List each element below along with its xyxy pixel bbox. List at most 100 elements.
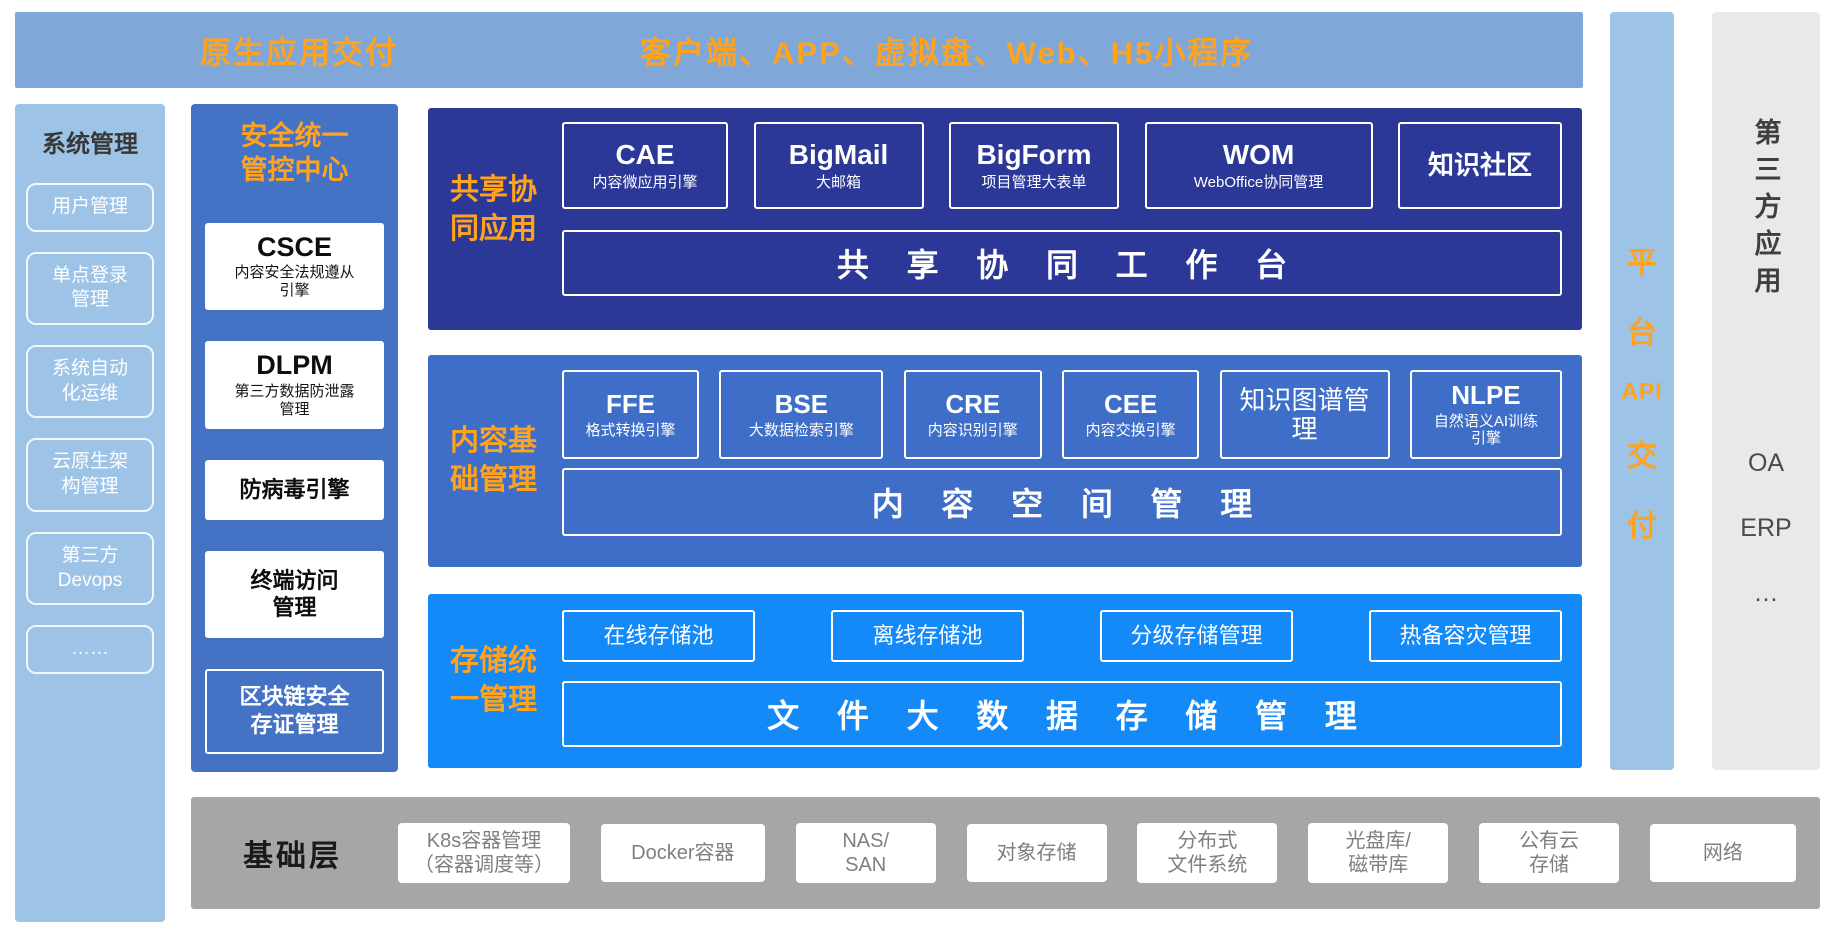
app-bigform-title: BigForm [976, 138, 1092, 170]
shared-collaboration-workbench-bar: 共 享 协 同 工 作 台 [562, 230, 1562, 296]
sysmgmt-item-more: …… [26, 625, 154, 674]
app-knowledge-community: 知识社区 [1398, 122, 1562, 209]
app-offline-storage-pool: 离线存储池 [831, 610, 1024, 662]
app-cee: CEE 内容交换引擎 [1062, 370, 1200, 459]
app-bse: BSE 大数据检索引擎 [719, 370, 884, 459]
section-content-management-label: 内容基 础管理 [450, 424, 538, 496]
base-layer-bar: 基础层 K8s容器管理 （容器调度等） Docker容器 NAS/ SAN 对象… [191, 797, 1820, 909]
security-card-csce: CSCE 内容安全法规遵从 引擎 [205, 222, 384, 311]
third-party-item-oa: OA [1747, 449, 1785, 477]
app-bigform: BigForm 项目管理大表单 [949, 122, 1119, 209]
app-nlpe-title: NLPE [1451, 380, 1521, 411]
base-item-docker: Docker容器 [600, 824, 765, 882]
shared-collaboration-workbench-label: 共 享 协 同 工 作 台 [836, 247, 1302, 283]
api-char-tai: 台 [1627, 316, 1657, 350]
base-item-optical-tape: 光盘库/ 磁带库 [1308, 823, 1449, 883]
section-shared-collaboration: 共享协 同应用 CAE 内容微应用引擎 BigMail 大邮箱 BigForm … [428, 108, 1582, 330]
content-space-management-bar: 内 容 空 间 管 理 [562, 468, 1562, 536]
api-char-ping: 平 [1627, 246, 1657, 280]
app-cee-subtitle: 内容交换引擎 [1085, 421, 1176, 439]
top-banner: 原生应用交付 客户端、APP、虚拟盘、Web、H5小程序 [15, 12, 1583, 88]
security-card-dlpm: DLPM 第三方数据防泄露 管理 [205, 341, 384, 430]
app-wom-subtitle: WebOffice协同管理 [1193, 173, 1324, 191]
content-space-management-label: 内 容 空 间 管 理 [871, 486, 1267, 522]
api-char-fu: 付 [1627, 509, 1657, 543]
base-item-k8s: K8s容器管理 （容器调度等） [398, 823, 570, 883]
security-card-antivirus: 防病毒引擎 [205, 460, 384, 520]
content-apps-row: FFE 格式转换引擎 BSE 大数据检索引擎 CRE 内容识别引擎 CEE 内容… [562, 370, 1562, 459]
file-bigdata-storage-bar: 文 件 大 数 据 存 储 管 理 [562, 681, 1562, 747]
app-bse-title: BSE [774, 389, 829, 420]
app-nlpe: NLPE 自然语义AI训练 引擎 [1409, 370, 1562, 459]
third-party-apps-title: 第三方应用 [1750, 118, 1781, 303]
app-tiered-storage-title: 分级存储管理 [1130, 622, 1263, 648]
app-cae-subtitle: 内容微应用引擎 [592, 173, 698, 191]
app-bse-subtitle: 大数据检索引擎 [748, 421, 854, 439]
section-content-management: 内容基 础管理 FFE 格式转换引擎 BSE 大数据检索引擎 CRE 内容识别引… [428, 355, 1582, 567]
security-control-title: 安全统一 管控中心 [240, 121, 349, 185]
app-bigform-subtitle: 项目管理大表单 [981, 173, 1087, 191]
app-ffe: FFE 格式转换引擎 [562, 370, 699, 459]
app-bigmail-title: BigMail [788, 138, 889, 170]
sysmgmt-item-sso: 单点登录 管理 [26, 251, 154, 326]
section-storage-management-label: 存储统 一管理 [450, 644, 538, 716]
app-online-storage-pool-title: 在线存储池 [603, 622, 714, 648]
security-card-terminal-access: 终端访问 管理 [205, 550, 384, 638]
security-card-antivirus-title: 防病毒引擎 [239, 477, 350, 503]
app-cre-title: CRE [945, 389, 1001, 420]
app-bigmail: BigMail 大邮箱 [753, 122, 924, 209]
sysmgmt-item-cloud-native: 云原生架 构管理 [26, 438, 154, 512]
security-card-terminal-access-title: 终端访问 管理 [250, 567, 339, 621]
app-hot-backup-dr-title: 热备容灾管理 [1399, 622, 1532, 648]
api-char-api: API [1621, 377, 1663, 404]
app-nlpe-subtitle: 自然语义AI训练 引擎 [1433, 413, 1539, 448]
security-card-csce-title: CSCE [256, 231, 332, 262]
app-cae-title: CAE [615, 138, 675, 170]
app-knowledge-community-title: 知识社区 [1427, 150, 1532, 181]
system-management-panel: 系统管理 用户管理 单点登录 管理 系统自动 化运维 云原生架 构管理 第三方 … [15, 104, 165, 922]
app-cre-subtitle: 内容识别引擎 [927, 421, 1018, 439]
security-control-panel: 安全统一 管控中心 CSCE 内容安全法规遵从 引擎 DLPM 第三方数据防泄露… [191, 104, 398, 772]
collab-apps-row: CAE 内容微应用引擎 BigMail 大邮箱 BigForm 项目管理大表单 … [562, 122, 1562, 209]
base-item-nas-san: NAS/ SAN [795, 823, 936, 883]
base-item-public-cloud: 公有云 存储 [1479, 823, 1620, 883]
third-party-apps-panel: 第三方应用 OA ERP … [1712, 12, 1820, 770]
security-card-dlpm-subtitle: 第三方数据防泄露 管理 [234, 383, 355, 419]
third-party-item-more: … [1753, 579, 1779, 607]
third-party-item-erp: ERP [1740, 514, 1792, 542]
sysmgmt-item-devops: 第三方 Devops [26, 531, 154, 606]
sysmgmt-item-user-management: 用户管理 [26, 183, 154, 232]
file-bigdata-storage-label: 文 件 大 数 据 存 储 管 理 [767, 698, 1372, 734]
section-shared-collaboration-label: 共享协 同应用 [450, 173, 538, 246]
base-layer-items-row: K8s容器管理 （容器调度等） Docker容器 NAS/ SAN 对象存储 分… [398, 823, 1796, 883]
app-tiered-storage: 分级存储管理 [1100, 610, 1293, 662]
system-management-title: 系统管理 [42, 131, 138, 158]
section-storage-management: 存储统 一管理 在线存储池 离线存储池 分级存储管理 热备容灾管理 文 件 大 … [428, 594, 1582, 768]
sysmgmt-item-auto-ops: 系统自动 化运维 [26, 345, 154, 419]
security-card-csce-subtitle: 内容安全法规遵从 引擎 [234, 264, 355, 300]
app-wom: WOM WebOffice协同管理 [1144, 122, 1373, 209]
app-knowledge-graph-title: 知识图谱管理 [1239, 384, 1370, 444]
api-char-jiao: 交 [1627, 439, 1657, 473]
security-card-dlpm-title: DLPM [256, 350, 333, 381]
base-layer-title: 基础层 [243, 840, 342, 873]
app-cee-title: CEE [1103, 389, 1158, 420]
base-item-object-storage: 对象存储 [966, 824, 1107, 882]
app-offline-storage-pool-title: 离线存储池 [872, 622, 983, 648]
storage-apps-row: 在线存储池 离线存储池 分级存储管理 热备容灾管理 [562, 610, 1562, 662]
app-bigmail-subtitle: 大邮箱 [815, 173, 861, 191]
app-cae: CAE 内容微应用引擎 [562, 122, 728, 209]
banner-client-channels-label: 客户端、APP、虚拟盘、Web、H5小程序 [640, 35, 1254, 71]
app-hot-backup-dr: 热备容灾管理 [1369, 610, 1562, 662]
security-card-blockchain: 区块链安全 存证管理 [205, 668, 384, 754]
banner-native-app-delivery-label: 原生应用交付 [200, 35, 398, 71]
app-knowledge-graph: 知识图谱管理 [1219, 370, 1390, 459]
platform-api-delivery-panel: 平 台 API 交 付 [1610, 12, 1674, 770]
base-item-network: 网络 [1649, 824, 1796, 882]
app-wom-title: WOM [1222, 138, 1295, 170]
app-ffe-subtitle: 格式转换引擎 [585, 421, 676, 439]
app-cre: CRE 内容识别引擎 [903, 370, 1042, 459]
base-item-distributed-fs: 分布式 文件系统 [1137, 823, 1278, 883]
app-ffe-title: FFE [605, 389, 656, 420]
